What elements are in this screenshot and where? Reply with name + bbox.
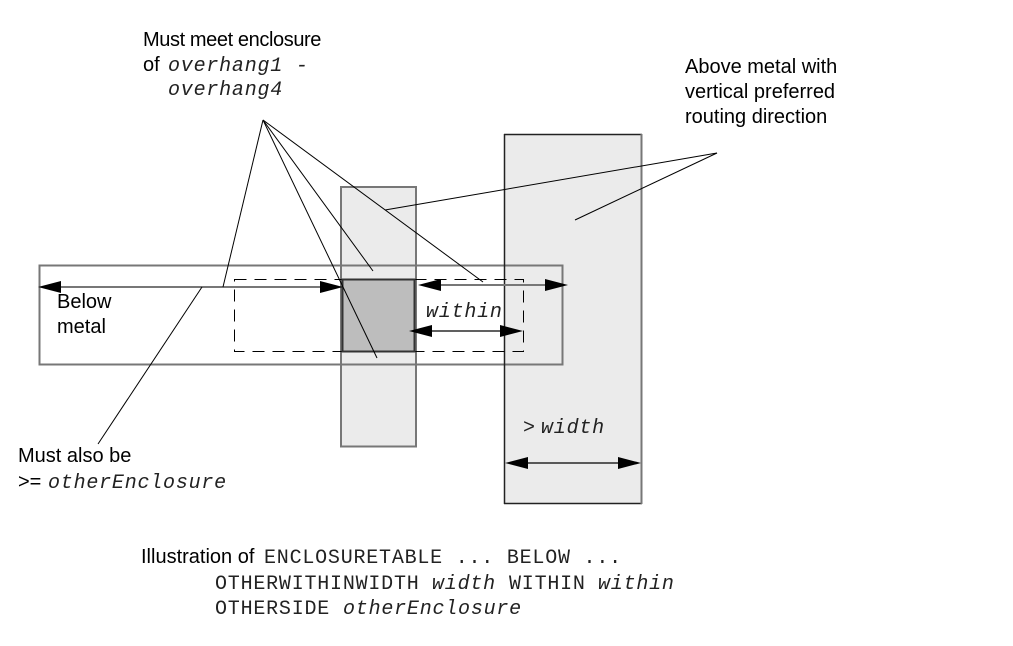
figure-caption: Illustration of ENCLOSURETABLE ... BELOW…	[141, 546, 675, 621]
enclosure-note-leaders	[222, 119, 484, 359]
caption-line1: Illustration of ENCLOSURETABLE ... BELOW…	[141, 546, 622, 570]
within-arrow-head-left	[409, 325, 432, 337]
overhang-arrow-left-head-right	[320, 281, 343, 293]
within-label: within	[426, 301, 503, 324]
width-label-code: width	[541, 417, 605, 440]
overhang-arrow-left	[38, 281, 343, 293]
width-arrow-head-left	[505, 457, 528, 469]
below-metal-label-line1: Below	[57, 291, 112, 313]
enclosure-note-overhang4: overhang4	[168, 79, 283, 102]
caption-keyword-otherside: OTHERSIDE	[215, 598, 330, 621]
overhang-arrow-left-head-left	[38, 281, 61, 293]
above-metal-right-fill	[504, 134, 642, 504]
other-enclosure-note-leaders	[97, 286, 203, 445]
enclosure-note: Must meet enclosure of overhang1 - overh…	[143, 29, 322, 102]
leader-line	[574, 152, 718, 221]
leader-line	[262, 119, 484, 283]
caption-param-width: width	[432, 573, 496, 596]
width-arrow-head-right	[618, 457, 641, 469]
below-metal-label: Below metal	[57, 291, 112, 338]
within-arrow	[409, 325, 523, 337]
other-enclosure-note-line1: Must also be	[18, 445, 131, 467]
caption-line1-text: Illustration of	[141, 546, 255, 568]
within-arrow-head-right	[500, 325, 523, 337]
caption-param-within: within	[598, 573, 675, 596]
other-enclosure-note-line2: >= otherEnclosure	[18, 471, 227, 495]
enclosure-note-line2: of overhang1 -	[143, 54, 309, 78]
other-enclosure-note-operator: >=	[18, 471, 41, 493]
width-label: > width	[523, 417, 605, 440]
overhang-arrow-right-head-left	[418, 279, 441, 291]
leader-line	[262, 119, 378, 359]
width-label-prefix: >	[523, 417, 536, 440]
caption-param-otherenclosure: otherEnclosure	[343, 598, 522, 621]
enclosure-note-of: of	[143, 54, 160, 76]
below-metal-label-line2: metal	[57, 316, 106, 338]
overhang-arrow-right	[418, 279, 568, 291]
leader-line	[97, 286, 203, 445]
caption-keyword-otherwithinwidth: OTHERWITHINWIDTH	[215, 573, 420, 596]
above-metal-note-line3: routing direction	[685, 106, 827, 128]
above-metal-note: Above metal with vertical preferred rout…	[685, 56, 837, 128]
width-arrow	[505, 457, 641, 469]
other-enclosure-note: Must also be >= otherEnclosure	[18, 445, 227, 495]
leader-line	[384, 152, 718, 211]
overhang-arrow-right-head-right	[545, 279, 568, 291]
caption-line3: OTHERSIDE otherEnclosure	[215, 598, 522, 621]
below-metal-rect	[38, 264, 564, 366]
via-cut-square	[341, 278, 416, 353]
enclosure-note-overhang1: overhang1 -	[168, 55, 309, 78]
caption-keyword-within: WITHIN	[509, 573, 586, 596]
caption-line1-code: ENCLOSURETABLE ... BELOW ...	[264, 547, 622, 570]
above-metal-note-line2: vertical preferred	[685, 81, 835, 103]
above-metal-note-line1: Above metal with	[685, 56, 837, 78]
other-enclosure-note-code: otherEnclosure	[48, 472, 227, 495]
caption-line2: OTHERWITHINWIDTH width WITHIN within	[215, 573, 675, 596]
above-metal-note-leaders	[384, 152, 718, 221]
above-metal-right-outline	[503, 133, 643, 505]
leader-line	[222, 119, 264, 288]
leader-line	[262, 119, 374, 272]
enclosure-note-line1: Must meet enclosure	[143, 29, 321, 51]
